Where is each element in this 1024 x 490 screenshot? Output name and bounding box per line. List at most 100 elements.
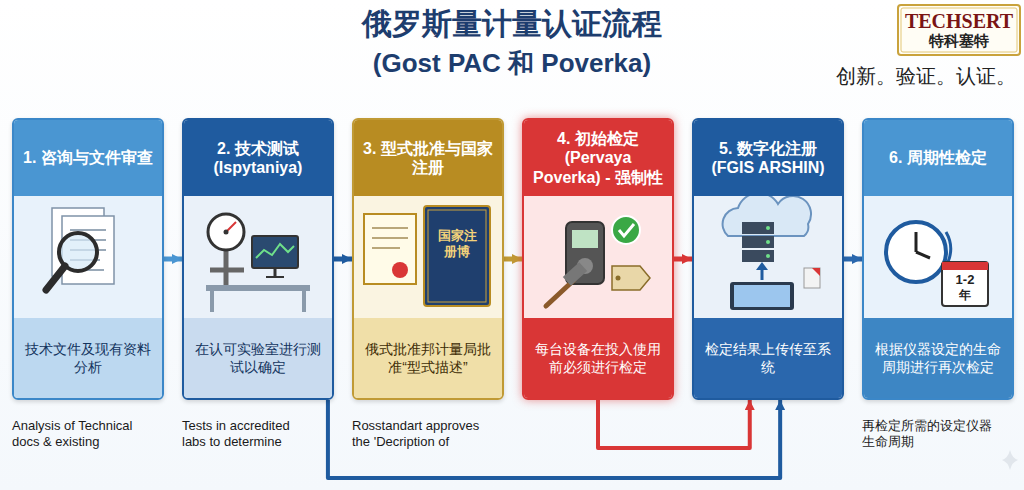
flow-arrow: [844, 257, 862, 262]
cloud-server-tablet-icon: [723, 193, 820, 310]
step-heading: 4. 初始检定 (Pervaya Poverka) - 强制性: [524, 120, 672, 196]
book-label: 国家注册博: [436, 228, 478, 259]
step-caption: Tests in accredited labs to determine: [182, 418, 314, 451]
flow-arrow: [334, 257, 352, 262]
test-bench-icon: [252, 236, 298, 268]
box-middle-fill: [524, 196, 672, 318]
certificate-registry-book-icon: [424, 206, 490, 306]
box-middle-fill: [864, 196, 1012, 318]
cloud-server-tablet-icon: [756, 262, 768, 270]
meter-hammer-tag-icon: [563, 262, 587, 286]
logo-frame: [898, 5, 1020, 55]
step-caption: 再检定所需的设定仪器生命周期: [862, 418, 994, 451]
clock-calendar-icon: [915, 232, 918, 252]
meter-hammer-tag-icon: [612, 216, 640, 244]
test-bench-icon: [206, 285, 310, 291]
process-step: 4. 初始检定 (Pervaya Poverka) - 强制性每台设备在投入使用…: [522, 118, 674, 400]
calendar-unit: 年: [944, 288, 986, 302]
cloud-server-tablet-icon: [812, 268, 820, 276]
step-box: 2. 技术测试 (Ispytaniya) 在认可实验室进行测试以确定: [182, 118, 334, 400]
box-middle-fill: [354, 196, 502, 318]
certificate-registry-book-icon: [372, 227, 408, 229]
step-heading: 1. 咨询与文件审查: [14, 120, 162, 196]
clock-calendar-icon: [916, 252, 930, 258]
certificate-registry-book-icon: [364, 206, 490, 306]
certificate-registry-book-icon: [392, 262, 408, 278]
meter-hammer-tag-icon: [612, 266, 650, 290]
step-description: 根据仪器设定的生命周期进行再次检定: [864, 318, 1012, 398]
clock-calendar-icon: [886, 222, 988, 306]
clock-calendar-icon: [942, 262, 988, 270]
documents-magnifier-icon: [70, 229, 106, 231]
step-description: 技术文件及现有资料分析: [14, 318, 162, 398]
clock-calendar-icon: [886, 222, 946, 282]
diagram-title: 俄罗斯量计量认证流程: [0, 6, 1024, 42]
step-description: 每台设备在投入使用前必须进行检定: [524, 318, 672, 398]
logo-frame: [898, 5, 1020, 55]
box-middle-fill: [184, 196, 332, 318]
step-heading: 3. 型式批准与国家注册: [354, 120, 502, 196]
tagline: 创新。验证。认证。: [800, 64, 1016, 88]
logo-chinese-name: 特科塞特: [900, 32, 1018, 50]
cloud-server-tablet-icon: [734, 285, 790, 307]
cloud-server-tablet-icon: [766, 254, 770, 258]
documents-magnifier-icon: [46, 208, 114, 290]
process-step: 5. 数字化注册 (FGIS ARSHIN) 检定结果上传传至系统: [692, 118, 844, 400]
step-box: 1. 咨询与文件审查技术文件及现有资料分析: [12, 118, 164, 400]
cloud-server-tablet-icon: [742, 222, 774, 234]
cloud-server-tablet-icon: [742, 236, 774, 248]
test-bench-icon: [206, 214, 310, 312]
test-bench-icon: [210, 291, 214, 312]
step-box: 5. 数字化注册 (FGIS ARSHIN) 检定结果上传传至系统: [692, 118, 844, 400]
step-box: 4. 初始检定 (Pervaya Poverka) - 强制性每台设备在投入使用…: [522, 118, 674, 400]
step-caption: Rosstandart approves the 'Decription of: [352, 418, 484, 451]
test-bench-icon: [256, 244, 294, 258]
box-middle-fill: [14, 196, 162, 318]
step-description: 俄式批准邦计量局批准“型式描述”: [354, 318, 502, 398]
clock-calendar-icon: [946, 232, 951, 262]
clock-calendar-icon: [942, 262, 988, 306]
step-caption: Analysis of Technical docs & existing: [12, 418, 144, 451]
step-description: 在认可实验室进行测试以确定: [184, 318, 332, 398]
meter-hammer-tag-icon: [546, 216, 650, 306]
process-step: 1. 咨询与文件审查技术文件及现有资料分析Analysis of Technic…: [12, 118, 164, 400]
test-bench-icon: [274, 268, 277, 276]
test-bench-icon: [208, 214, 244, 250]
meter-hammer-tag-icon: [616, 276, 621, 281]
cloud-server-tablet-icon: [766, 240, 770, 244]
step-box: 6. 周期性检定根据仪器设定的生命周期进行再次检定: [862, 118, 1014, 400]
flow-arrow: [164, 257, 182, 262]
process-step: 2. 技术测试 (Ispytaniya)在认可实验室进行测试以确定Tests i…: [182, 118, 334, 400]
step-heading: 2. 技术测试 (Ispytaniya): [184, 120, 332, 196]
meter-hammer-tag-icon: [572, 230, 598, 248]
logo-frame: [901, 8, 1017, 52]
feedback-connector: [598, 400, 750, 448]
cloud-server-tablet-icon: [723, 193, 811, 236]
documents-magnifier-icon: [46, 266, 65, 290]
test-bench-icon: [302, 291, 306, 312]
step-heading: 5. 数字化注册 (FGIS ARSHIN): [694, 120, 842, 196]
certificate-registry-book-icon: [372, 247, 400, 249]
cloud-server-tablet-icon: [730, 282, 794, 310]
logo-wordmark: TECHSERT: [900, 9, 1018, 33]
sparkle-watermark: [1002, 450, 1018, 470]
test-bench-icon: [224, 230, 229, 235]
cloud-server-tablet-icon: [766, 226, 770, 230]
meter-hammer-tag-icon: [619, 224, 634, 236]
step-heading: 6. 周期性检定: [864, 120, 1012, 196]
certificate-registry-book-icon: [364, 214, 416, 284]
certificate-registry-book-icon: [428, 210, 486, 302]
process-step: 3. 型式批准与国家注册俄式批准邦计量局批准“型式描述”Rosstandart …: [352, 118, 504, 400]
step-description: 检定结果上传传至系统: [694, 318, 842, 398]
sparkle-watermark: [1002, 450, 1018, 470]
step-box: 3. 型式批准与国家注册俄式批准邦计量局批准“型式描述”: [352, 118, 504, 400]
cloud-server-tablet-icon: [804, 268, 820, 288]
flow-arrow: [504, 257, 522, 262]
certificate-registry-book-icon: [372, 237, 408, 239]
calendar-number: 1-2: [944, 272, 986, 288]
test-bench-icon: [266, 276, 284, 278]
test-bench-icon: [210, 268, 244, 273]
process-step: 6. 周期性检定根据仪器设定的生命周期进行再次检定再检定所需的设定仪器生命周期: [862, 118, 1014, 400]
flow-arrow: [674, 257, 692, 262]
